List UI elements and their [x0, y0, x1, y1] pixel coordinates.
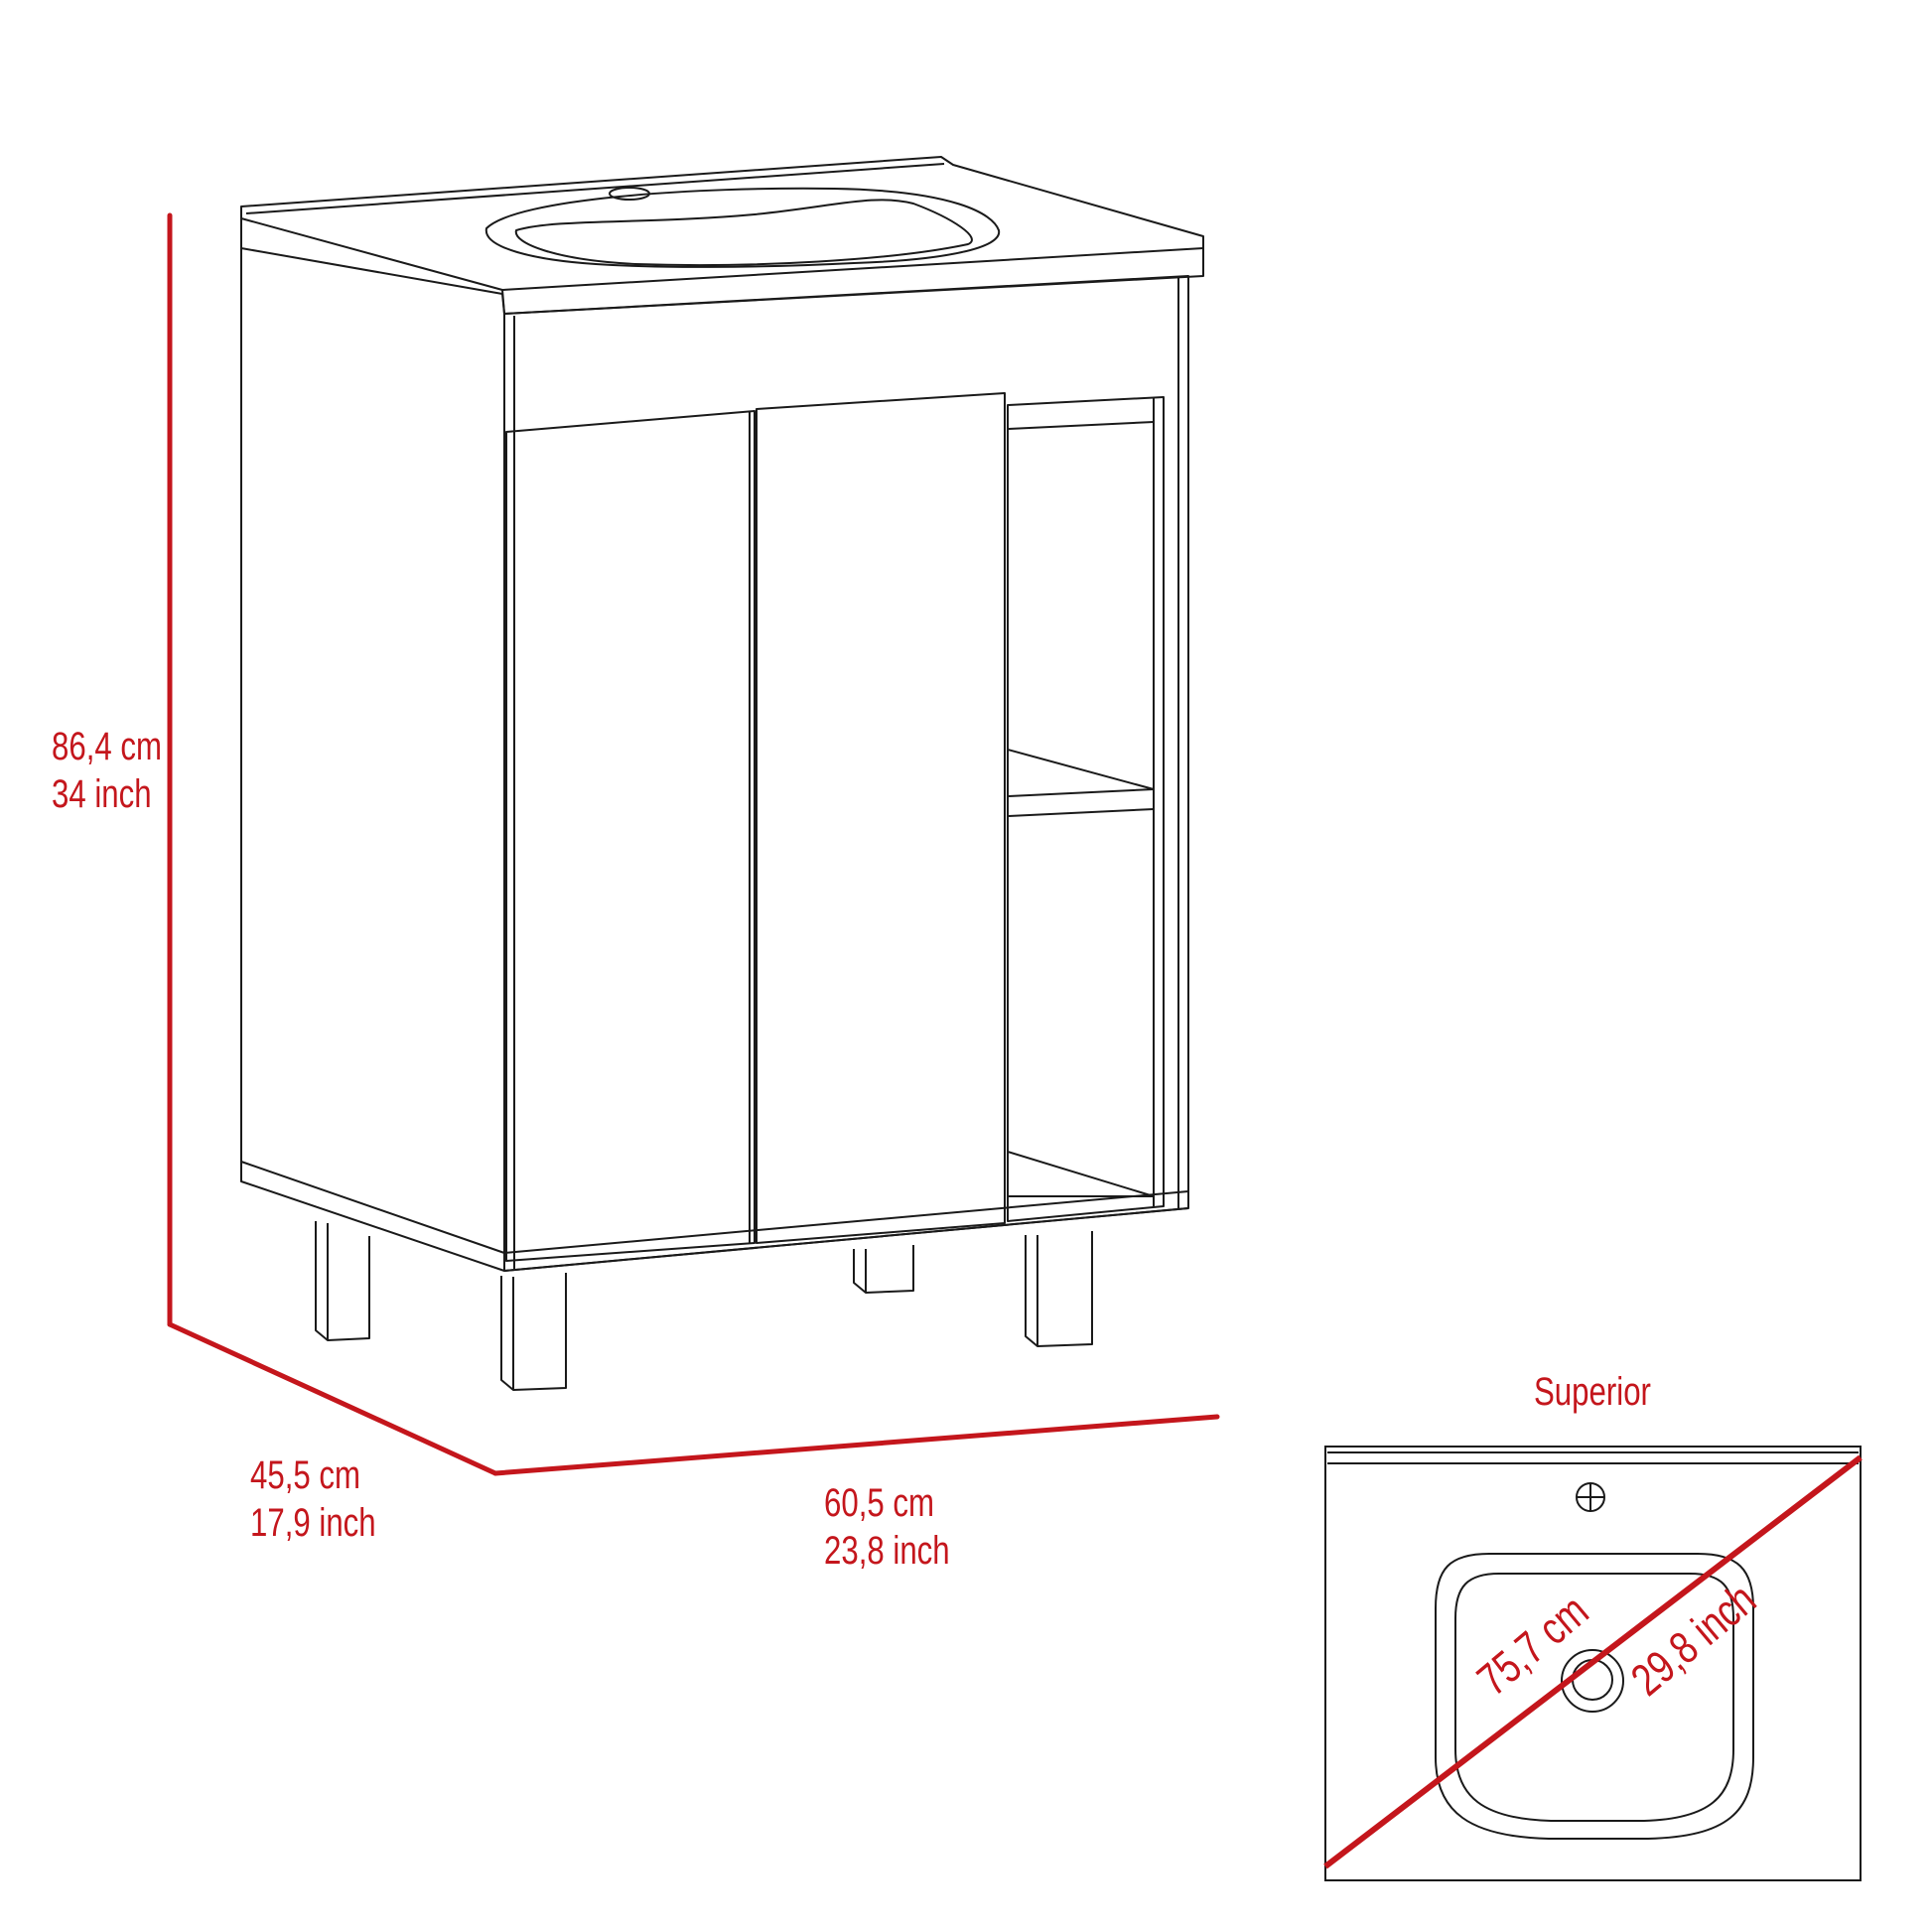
plinth [503, 1190, 1189, 1272]
top-view-title: Superior [1534, 1370, 1651, 1414]
height-label: 86,4 cm 34 inch [52, 723, 162, 818]
depth-dimension-line [167, 1321, 498, 1476]
depth-inch: 17,9 inch [250, 1501, 376, 1545]
width-inch: 23,8 inch [824, 1529, 950, 1573]
width-label: 60,5 cm 23,8 inch [824, 1479, 950, 1575]
diagonal-inch-label: 29,8 inch [1621, 1574, 1765, 1706]
top-view [1324, 1446, 1862, 1881]
open-shelf [1007, 396, 1165, 1222]
sink-outline-top [1435, 1553, 1754, 1840]
drain [1561, 1649, 1624, 1713]
height-inch: 34 inch [52, 772, 152, 816]
width-cm: 60,5 cm [824, 1481, 934, 1525]
side-panel [240, 248, 505, 1272]
diagonal-cm-label: 75,7 cm [1467, 1585, 1597, 1705]
depth-cm: 45,5 cm [250, 1453, 360, 1497]
countertop [240, 156, 1204, 315]
depth-label: 45,5 cm 17,9 inch [250, 1451, 376, 1547]
door-left [505, 410, 756, 1262]
diagonal-dimension-line [1323, 1454, 1863, 1869]
height-cm: 86,4 cm [52, 725, 162, 768]
door-right [756, 392, 1006, 1244]
legs [315, 1221, 1093, 1391]
sink-basin [484, 187, 1001, 268]
width-dimension-line [492, 1414, 1220, 1476]
